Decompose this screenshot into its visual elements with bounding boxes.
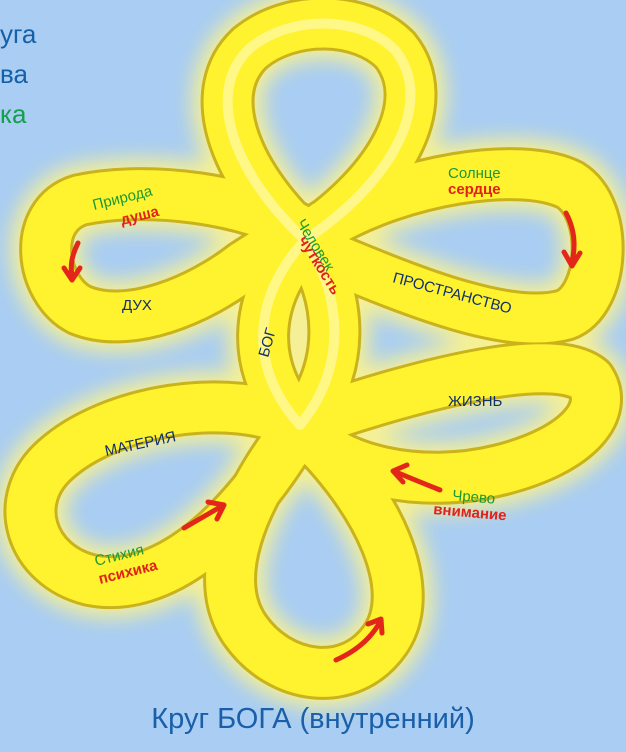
direction-arrows	[61, 210, 583, 663]
legend-line-2: ва	[0, 59, 28, 89]
legend-line-3: ка	[0, 99, 27, 129]
label-chrevo: Чрево	[452, 487, 496, 508]
legend-line-1: уга	[0, 19, 37, 49]
arrow-left-loop	[61, 240, 83, 283]
label-solntse: Солнце	[448, 165, 501, 182]
diagram-caption: Круг БОГА (внутренний)	[151, 703, 475, 735]
arrow-stikhiya	[181, 499, 227, 531]
band-core	[222, 18, 416, 430]
label-serdtse: сердце	[448, 181, 501, 198]
label-vnimanie: внимание	[433, 501, 508, 524]
arrow-bottom	[333, 616, 385, 663]
arrow-right-loop	[561, 210, 583, 269]
legend: уга ва ка	[0, 14, 36, 134]
label-zhizn: ЖИЗНЬ	[448, 393, 503, 410]
label-dukh: ДУХ	[122, 297, 152, 314]
arrow-chrevo	[390, 462, 443, 493]
